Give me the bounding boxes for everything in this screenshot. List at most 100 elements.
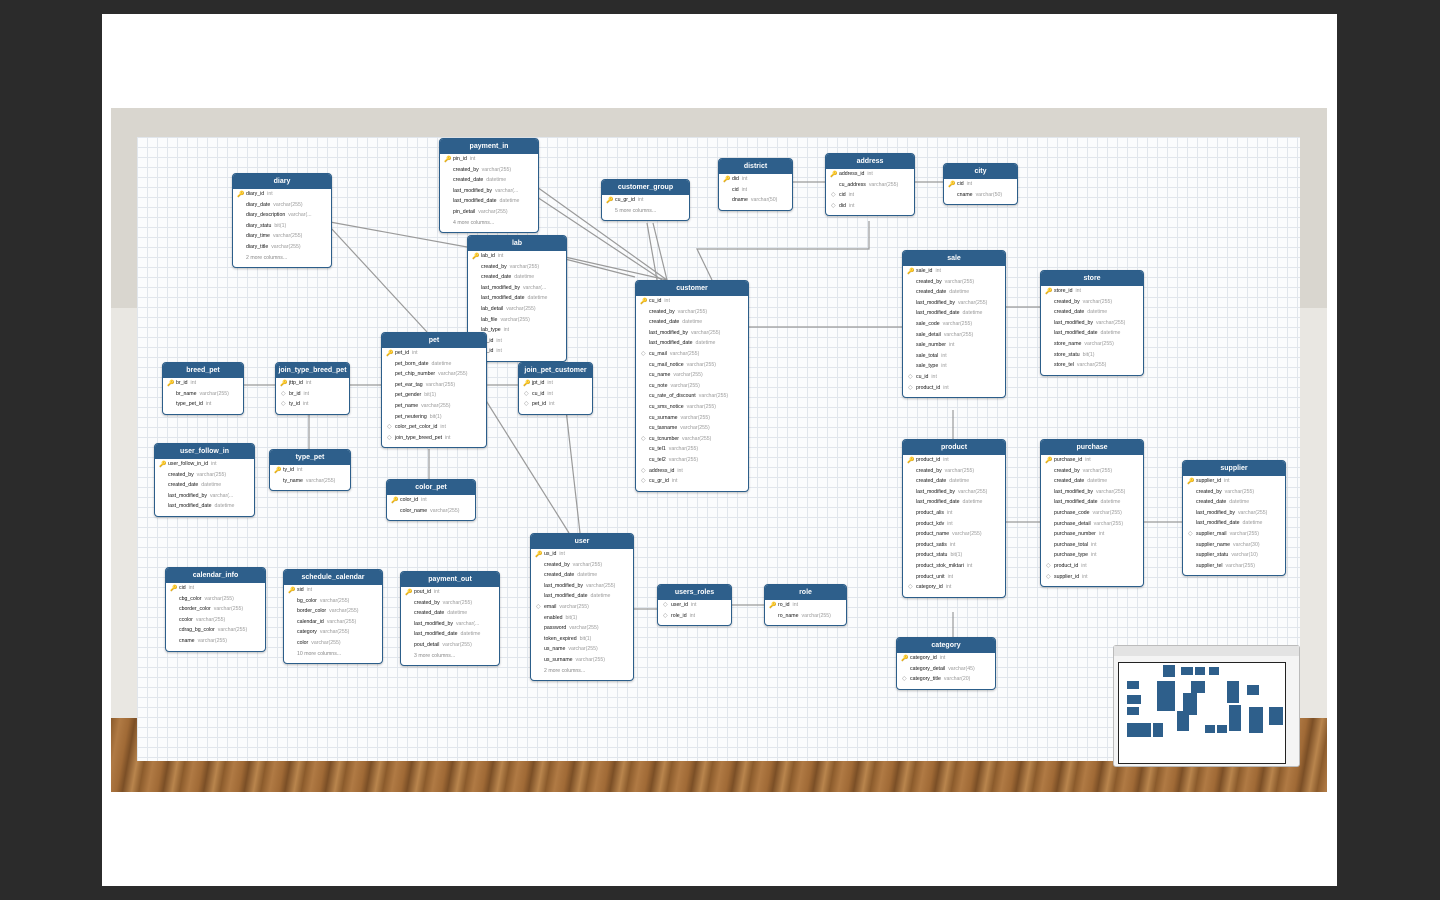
diagram-minimap[interactable] bbox=[1113, 645, 1300, 767]
table-header[interactable]: type_pet bbox=[270, 450, 350, 465]
table-header[interactable]: user bbox=[531, 534, 633, 549]
table-header[interactable]: supplier bbox=[1183, 461, 1285, 476]
more-columns-link[interactable]: 4 more columns... bbox=[453, 219, 495, 226]
more-columns-link[interactable]: 2 more columns... bbox=[246, 254, 288, 261]
table-header[interactable]: role bbox=[765, 585, 846, 600]
table-header[interactable]: customer_group bbox=[602, 180, 689, 195]
table-header[interactable]: join_pet_customer bbox=[519, 363, 592, 378]
minimap-viewport[interactable] bbox=[1118, 662, 1286, 764]
table-header[interactable]: users_roles bbox=[658, 585, 731, 600]
